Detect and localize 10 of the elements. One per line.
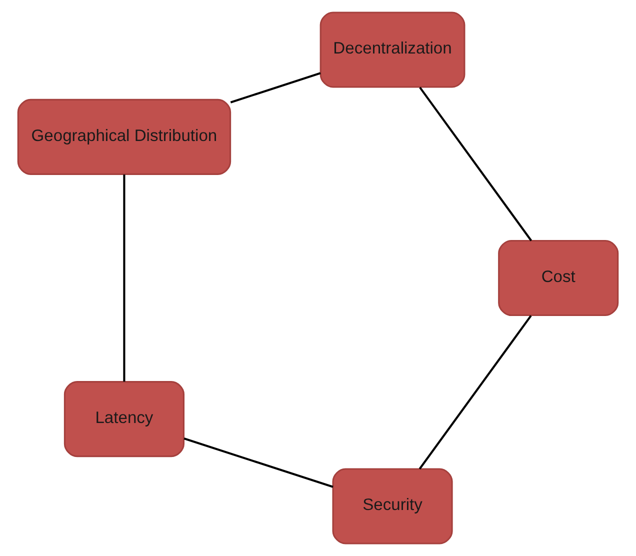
node-box: Latency: [64, 381, 184, 458]
connector: [419, 86, 532, 242]
connector: [418, 315, 532, 470]
node-box: Cost: [498, 240, 619, 316]
connector: [230, 72, 321, 104]
connector: [184, 438, 334, 488]
node-box: Decentralization: [320, 12, 466, 88]
connector: [123, 174, 126, 382]
node-box: Geographical Distribution: [17, 98, 232, 175]
node-box: Security: [332, 468, 453, 544]
